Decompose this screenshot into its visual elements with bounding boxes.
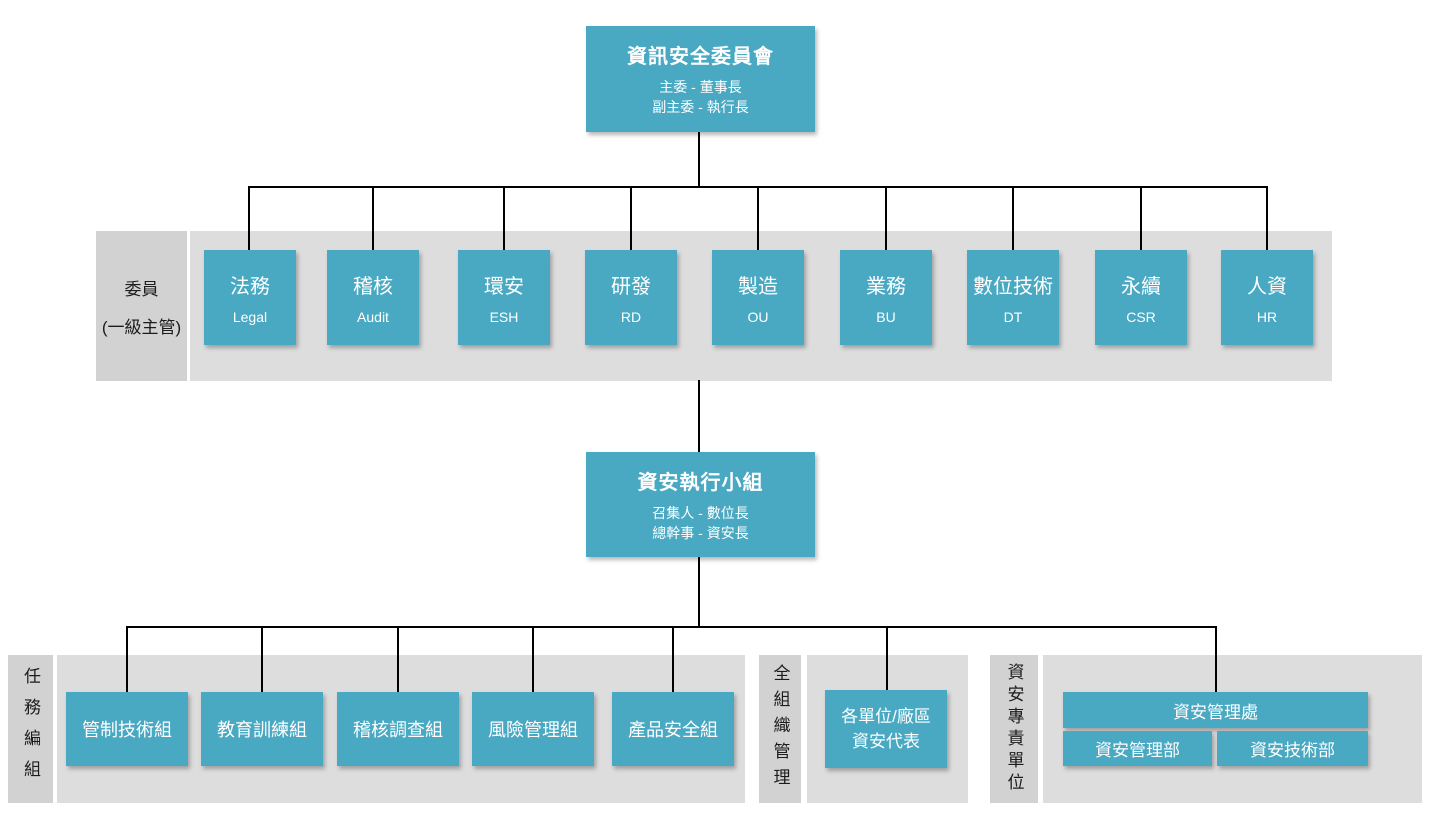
- team-label: 教育訓練組: [217, 720, 307, 740]
- member-zh: 業務: [866, 276, 906, 298]
- connector: [885, 186, 887, 251]
- dedicated-band-label: 資安專責單位: [990, 655, 1038, 803]
- rep-line2: 資安代表: [852, 732, 920, 751]
- connector: [126, 626, 128, 693]
- member-zh: 製造: [738, 276, 778, 298]
- member-en: RD: [620, 309, 642, 325]
- team-box-control-tech: 管制技術組: [66, 692, 188, 766]
- division-label: 資安管理處: [1173, 702, 1258, 722]
- committee-label-line1: 委員: [124, 279, 159, 299]
- connector: [630, 186, 632, 251]
- member-en: Legal: [232, 309, 268, 325]
- member-en: ESH: [489, 309, 519, 325]
- member-zh: 人資: [1247, 276, 1287, 298]
- member-zh: 環安: [484, 276, 524, 298]
- member-zh: 數位技術: [973, 276, 1053, 298]
- dedicated-label-text: 資安專責單位: [1004, 663, 1024, 795]
- member-box-rd: 研發 RD: [585, 250, 677, 345]
- mission-band-label: 任務編組: [8, 655, 53, 803]
- committee-chair-line: 主委 - 董事長: [659, 79, 742, 96]
- connector: [672, 626, 674, 693]
- member-box-legal: 法務 Legal: [204, 250, 296, 345]
- connector: [261, 626, 263, 693]
- connector: [886, 626, 888, 692]
- committee-title: 資訊安全委員會: [627, 46, 774, 69]
- connector: [397, 626, 399, 693]
- security-mgmt-dept-box: 資安管理部: [1063, 731, 1212, 766]
- member-box-ou: 製造 OU: [712, 250, 804, 345]
- connector: [1140, 186, 1142, 251]
- security-division-box: 資安管理處: [1063, 692, 1368, 728]
- member-en: OU: [747, 309, 769, 325]
- org-wide-band-label: 全組織管理: [759, 655, 801, 803]
- connector: [1215, 626, 1217, 693]
- exec-group-title: 資安執行小組: [637, 471, 764, 494]
- committee-band-label: 委員 (一級主管): [96, 231, 187, 381]
- member-box-dt: 數位技術 DT: [967, 250, 1059, 345]
- member-en: CSR: [1126, 309, 1156, 325]
- team-label: 產品安全組: [628, 720, 718, 740]
- team-label: 風險管理組: [488, 720, 578, 740]
- connector: [126, 626, 1217, 628]
- team-box-product-security: 產品安全組: [612, 692, 734, 766]
- org-wide-label-text: 全組織管理: [770, 664, 790, 794]
- connector: [248, 186, 250, 251]
- member-box-hr: 人資 HR: [1221, 250, 1313, 345]
- team-label: 稽核調查組: [353, 720, 443, 740]
- rep-line1: 各單位/廠區: [841, 706, 931, 726]
- member-zh: 稽核: [353, 276, 393, 298]
- connector: [1012, 186, 1014, 251]
- connector: [532, 626, 534, 693]
- member-box-csr: 永續 CSR: [1095, 250, 1187, 345]
- member-box-bu: 業務 BU: [840, 250, 932, 345]
- member-en: Audit: [357, 309, 389, 325]
- mission-label-text: 任務編組: [21, 667, 40, 791]
- member-box-esh: 環安 ESH: [458, 250, 550, 345]
- security-exec-group-box: 資安執行小組 召集人 - 數位長 總幹事 - 資安長: [586, 452, 815, 557]
- member-zh: 法務: [230, 276, 270, 298]
- member-box-audit: 稽核 Audit: [327, 250, 419, 345]
- member-zh: 永續: [1121, 276, 1161, 298]
- member-en: DT: [1003, 309, 1023, 325]
- connector: [698, 132, 700, 188]
- committee-vice-chair-line: 副主委 - 執行長: [652, 99, 749, 115]
- team-box-training: 教育訓練組: [201, 692, 323, 766]
- exec-secretary-line: 總幹事 - 資安長: [652, 524, 749, 541]
- security-tech-dept-box: 資安技術部: [1217, 731, 1368, 766]
- connector: [757, 186, 759, 251]
- exec-convener-line: 召集人 - 數位長: [652, 504, 749, 521]
- member-en: BU: [876, 309, 896, 325]
- info-security-committee-box: 資訊安全委員會 主委 - 董事長 副主委 - 執行長: [586, 26, 815, 132]
- member-en: HR: [1256, 309, 1278, 325]
- team-box-risk-management: 風險管理組: [472, 692, 594, 766]
- team-label: 管制技術組: [82, 720, 172, 740]
- unit-rep-box: 各單位/廠區 資安代表: [825, 690, 947, 768]
- connector: [1266, 186, 1268, 251]
- dedicated-band: [1043, 655, 1422, 803]
- connector: [503, 186, 505, 251]
- dept-label: 資安技術部: [1250, 741, 1335, 760]
- dept-label: 資安管理部: [1095, 741, 1180, 760]
- connector: [372, 186, 374, 251]
- connector: [698, 380, 700, 453]
- team-box-audit-investigation: 稽核調查組: [337, 692, 459, 766]
- connector: [698, 556, 700, 627]
- committee-label-line2: (一級主管): [101, 317, 182, 337]
- member-zh: 研發: [611, 276, 651, 298]
